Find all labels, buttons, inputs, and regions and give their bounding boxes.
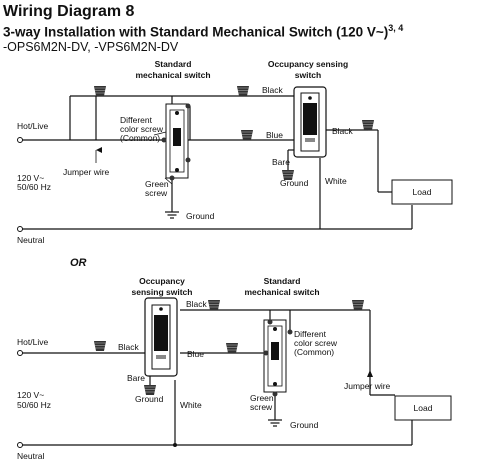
d1-ground: Ground <box>186 211 215 221</box>
d1-diff-screw-3: (Common) <box>120 133 160 143</box>
diagram-2-wire-nuts <box>93 299 365 427</box>
d1-load: Load <box>413 187 432 197</box>
d2-std-label-2: mechanical switch <box>244 287 319 297</box>
d2-white: White <box>180 400 202 410</box>
d1-occ-label-1: Occupancy sensing <box>268 59 348 69</box>
d1-jumper-wire: Jumper wire <box>63 167 110 177</box>
diagram-2-occupancy-switch <box>144 297 178 377</box>
d2-ground: Ground <box>290 420 319 430</box>
d2-green-2: screw <box>250 402 273 412</box>
d2-load: Load <box>414 403 433 413</box>
d1-green-2: screw <box>145 188 168 198</box>
d2-frequency: 50/60 Hz <box>17 400 51 410</box>
d2-occ-label-2: sensing switch <box>132 287 193 297</box>
d2-ground-occ: Ground <box>135 394 164 404</box>
d1-frequency: 50/60 Hz <box>17 182 51 192</box>
d2-neutral: Neutral <box>17 451 45 461</box>
diagram-2-standard-switch <box>263 319 293 397</box>
diagram-2 <box>20 309 413 446</box>
d2-blue: Blue <box>187 349 204 359</box>
d1-hot-live: Hot/Live <box>17 121 48 131</box>
diagram-1-terminals <box>17 137 23 232</box>
diagram-2-load-box <box>394 395 452 421</box>
d2-diff-screw-1: Different <box>294 329 327 339</box>
model-numbers: -OPS6M2N-DV, -VPS6M2N-DV <box>3 40 179 54</box>
d1-blue: Blue <box>266 130 283 140</box>
d1-green-1: Green <box>145 179 169 189</box>
or-label: OR <box>70 257 87 269</box>
d2-voltage: 120 V~ <box>17 390 44 400</box>
d2-diff-screw-2: color screw <box>294 338 338 348</box>
d1-diff-screw-2: color screw <box>120 124 164 134</box>
d2-bare: Bare <box>127 373 145 383</box>
diagram-1-standard-switch <box>161 103 191 181</box>
diagram-2-terminals <box>17 350 23 448</box>
diagram-1-load-box <box>391 179 453 205</box>
d1-occ-label-2: switch <box>295 70 321 80</box>
d1-std-label-2: mechanical switch <box>135 70 210 80</box>
diagram-1-occupancy-switch <box>293 86 327 158</box>
d1-bare: Bare <box>272 157 290 167</box>
d2-hot-live: Hot/Live <box>17 337 48 347</box>
d2-green-1: Green <box>250 393 274 403</box>
subtitle-footnote: 3, 4 <box>388 23 404 33</box>
d1-voltage: 120 V~ <box>17 173 44 183</box>
d1-black-right: Black <box>332 126 354 136</box>
d1-black-top: Black <box>262 85 284 95</box>
d2-black-left: Black <box>118 342 140 352</box>
subtitle-text: 3-way Installation with Standard Mechani… <box>3 24 389 40</box>
diagram-title: Wiring Diagram 8 <box>3 3 135 20</box>
d1-ground-occ: Ground <box>280 178 309 188</box>
d2-std-label-1: Standard <box>264 276 301 286</box>
diagram-1 <box>20 95 413 230</box>
d1-diff-screw-1: Different <box>120 115 153 125</box>
diagram-subtitle: 3-way Installation with Standard Mechani… <box>3 23 403 40</box>
d2-occ-label-1: Occupancy <box>139 276 185 286</box>
d2-diff-screw-3: (Common) <box>294 347 334 357</box>
d1-white: White <box>325 176 347 186</box>
d2-jumper-wire: Jumper wire <box>344 381 391 391</box>
diagram-1-wire-nuts <box>93 85 375 219</box>
d1-std-label-1: Standard <box>155 59 192 69</box>
d2-black-top: Black <box>186 299 208 309</box>
d1-neutral: Neutral <box>17 235 45 245</box>
